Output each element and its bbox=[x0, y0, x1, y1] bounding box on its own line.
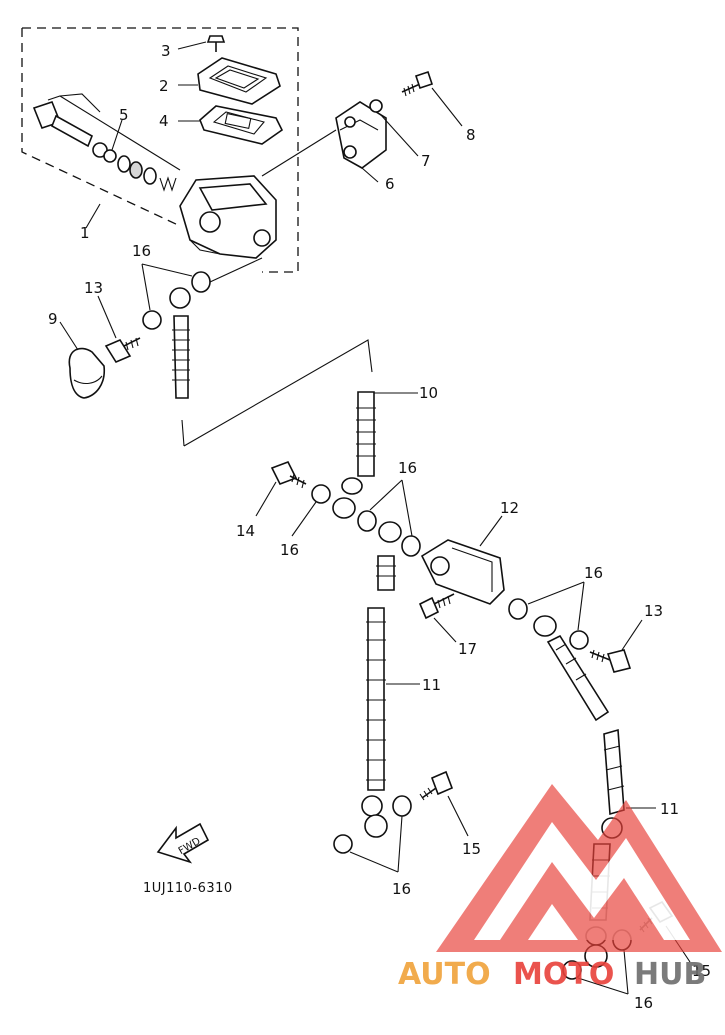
callout-16-c: 16 bbox=[280, 541, 299, 559]
part-4-diaphragm[interactable] bbox=[199, 105, 284, 145]
callout-1: 1 bbox=[80, 224, 90, 242]
callout-11-a: 11 bbox=[422, 676, 441, 694]
callout-10: 10 bbox=[419, 384, 438, 402]
callout-14: 14 bbox=[236, 522, 255, 540]
master-cylinder-body[interactable] bbox=[179, 175, 277, 259]
part-16-washer-f[interactable] bbox=[508, 598, 528, 620]
callout-6: 6 bbox=[385, 175, 395, 193]
part-16-washer-k[interactable] bbox=[562, 960, 582, 980]
diagram-code: 1UJ110-6310 bbox=[143, 881, 233, 896]
callout-16-b: 16 bbox=[398, 459, 417, 477]
watermark-moto: MOTO bbox=[513, 957, 614, 992]
callout-16-d: 16 bbox=[584, 564, 603, 582]
callout-17: 17 bbox=[458, 640, 477, 658]
part-15-bolt-a[interactable] bbox=[419, 770, 454, 801]
watermark-hub: HUB bbox=[634, 957, 706, 992]
watermark-auto: AUTO bbox=[398, 957, 491, 992]
part-2-reservoir-cap[interactable] bbox=[197, 57, 281, 105]
part-17-bolt[interactable] bbox=[418, 593, 455, 620]
part-16-washer-e[interactable] bbox=[401, 535, 421, 557]
part-8-bolt[interactable] bbox=[401, 70, 434, 97]
callout-8: 8 bbox=[466, 126, 476, 144]
callout-2: 2 bbox=[159, 77, 169, 95]
part-16-washer-g[interactable] bbox=[569, 630, 589, 650]
part-16-washer-i[interactable] bbox=[333, 834, 353, 854]
part-9-boot[interactable] bbox=[68, 347, 106, 399]
fwd-arrow: FWD bbox=[156, 822, 210, 864]
upper-hose-end[interactable] bbox=[169, 287, 191, 399]
automotohub-watermark: AUTO MOTO HUB bbox=[398, 784, 722, 992]
part-16-washer-b[interactable] bbox=[142, 310, 162, 330]
part-12-joint[interactable] bbox=[420, 539, 505, 605]
callout-5: 5 bbox=[119, 106, 129, 124]
part-16-washer-h[interactable] bbox=[392, 795, 412, 817]
callout-4: 4 bbox=[159, 112, 169, 130]
part-13-union-bolt-upper[interactable] bbox=[104, 337, 141, 364]
callout-15-a: 15 bbox=[462, 840, 481, 858]
callout-7: 7 bbox=[421, 152, 431, 170]
callout-13-b: 13 bbox=[644, 602, 663, 620]
callout-12: 12 bbox=[500, 499, 519, 517]
part-11-brake-hose-left[interactable] bbox=[361, 521, 402, 838]
callout-9: 9 bbox=[48, 310, 58, 328]
callout-11-b: 11 bbox=[660, 800, 679, 818]
part-16-washer-c[interactable] bbox=[311, 484, 331, 504]
callout-16-e: 16 bbox=[392, 880, 411, 898]
part-6-holder[interactable] bbox=[335, 101, 387, 169]
part-7-washer[interactable] bbox=[369, 99, 383, 113]
part-16-washer-d[interactable] bbox=[357, 510, 377, 532]
part-13-union-bolt-lower[interactable] bbox=[589, 649, 632, 673]
callout-3: 3 bbox=[161, 42, 171, 60]
callout-16-f: 16 bbox=[634, 994, 653, 1012]
part-14-union-bolt[interactable] bbox=[270, 460, 307, 489]
part-5-piston-kit[interactable] bbox=[32, 93, 181, 192]
callout-16-a: 16 bbox=[132, 242, 151, 260]
part-10-brake-hose[interactable] bbox=[332, 391, 376, 519]
callout-15-b: 15 bbox=[692, 962, 711, 980]
callout-13-a: 13 bbox=[84, 279, 103, 297]
assembly-boundary-1 bbox=[21, 27, 299, 273]
part-16-washer-a[interactable] bbox=[191, 271, 211, 293]
part-3-screw[interactable] bbox=[206, 35, 226, 52]
